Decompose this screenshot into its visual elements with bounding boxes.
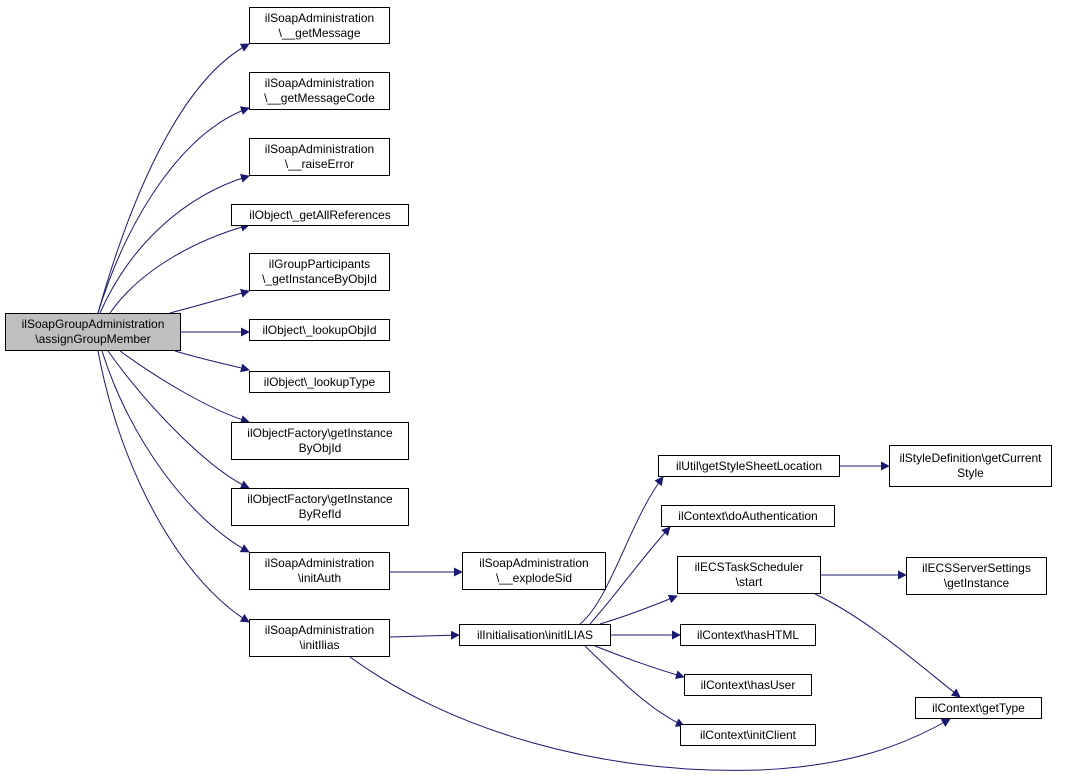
- node-label: ilContext\hasUser: [700, 677, 796, 692]
- edge-initILIAS-to-getStyleSheetLocation: [579, 476, 664, 625]
- edge-initILIAS-to-initClient: [584, 645, 685, 727]
- edge-root-to-of_getInstanceByRefId: [107, 350, 250, 489]
- node-label: ilGroupParticipants: [268, 257, 371, 271]
- node-label: ilObject\_getAllReferences: [249, 207, 391, 222]
- edge-root-to-getAllReferences: [109, 222, 250, 314]
- node-initClient[interactable]: ilContext\initClient: [680, 724, 816, 746]
- node-label: \__explodeSid: [495, 571, 573, 585]
- node-ecsGetInstance[interactable]: ilECSServerSettings\getInstance: [906, 557, 1047, 595]
- node-label: ilContext\hasHTML: [696, 627, 800, 642]
- node-raiseError[interactable]: ilSoapAdministration\__raiseError: [249, 138, 390, 176]
- node-hasHTML[interactable]: ilContext\hasHTML: [680, 624, 816, 646]
- node-label: ilObjectFactory\getInstance: [247, 426, 393, 440]
- node-getMessageCode[interactable]: ilSoapAdministration\__getMessageCode: [249, 72, 390, 110]
- edge-initILIAS-to-hasUser: [594, 645, 685, 680]
- edge-initIlias-to-initILIAS: [389, 630, 460, 640]
- edge-root-to-getMessageCode: [97, 106, 250, 314]
- node-label: \__getMessageCode: [264, 91, 375, 105]
- node-lookupObjId[interactable]: ilObject\_lookupObjId: [249, 319, 390, 341]
- node-label: Style: [957, 466, 984, 480]
- node-label: ilObject\_lookupType: [263, 374, 376, 389]
- node-root[interactable]: ilSoapGroupAdministration\assignGroupMem…: [5, 313, 181, 351]
- node-label: ilSoapAdministration: [264, 142, 375, 156]
- node-label: ilContext\doAuthentication: [678, 508, 818, 523]
- node-label: ilObjectFactory\getInstance: [247, 492, 393, 506]
- node-label: \getInstance: [943, 576, 1010, 590]
- node-label: \assignGroupMember: [35, 332, 151, 346]
- node-label: ilECSServerSettings: [922, 561, 1031, 575]
- node-label: ilContext\initClient: [699, 727, 797, 742]
- edge-root-to-lookupType: [174, 350, 250, 373]
- edge-root-to-getMessage: [97, 43, 250, 314]
- node-label: ilContext\getType: [932, 700, 1025, 715]
- node-getStyleSheetLocation[interactable]: ilUtil\getStyleSheetLocation: [658, 455, 840, 477]
- node-label: ilECSTaskScheduler: [694, 560, 804, 574]
- node-explodeSid[interactable]: ilSoapAdministration\__explodeSid: [462, 552, 606, 590]
- node-label: \__getMessage: [278, 25, 361, 40]
- node-label: \initAuth: [297, 571, 342, 585]
- node-hasUser[interactable]: ilContext\hasUser: [684, 674, 812, 696]
- edge-root-to-initAuth: [101, 350, 250, 553]
- node-initAuth[interactable]: ilSoapAdministration\initAuth: [249, 552, 390, 590]
- edge-initIlias-to-getType: [349, 656, 951, 771]
- node-getAllReferences[interactable]: ilObject\_getAllReferences: [231, 204, 409, 226]
- node-label: ilObject\_lookupObjId: [262, 322, 377, 337]
- edge-ecsStart-to-getType: [814, 593, 961, 698]
- node-label: \start: [735, 575, 763, 589]
- node-getType[interactable]: ilContext\getType: [915, 697, 1042, 719]
- node-lookupType[interactable]: ilObject\_lookupType: [249, 371, 390, 393]
- node-label: ilSoapAdministration: [264, 556, 375, 570]
- edge-initILIAS-to-doAuthentication: [589, 526, 671, 625]
- edge-initILIAS-to-ecsStart: [599, 594, 678, 625]
- node-label: \__raiseError: [284, 157, 355, 171]
- node-initILIAS[interactable]: ilInitialisation\initILIAS: [459, 624, 611, 646]
- node-doAuthentication[interactable]: ilContext\doAuthentication: [661, 505, 835, 527]
- node-label: ilSoapGroupAdministration: [21, 317, 165, 331]
- node-label: ilSoapAdministration: [264, 76, 375, 90]
- node-getInstanceByObjId_gp[interactable]: ilGroupParticipants\_getInstanceByObjId: [249, 253, 390, 291]
- edge-root-to-raiseError: [99, 173, 250, 314]
- edge-root-to-of_getInstanceByObjId: [119, 350, 250, 424]
- node-label: ilSoapAdministration: [264, 623, 375, 637]
- node-label: ilSoapAdministration: [264, 10, 375, 25]
- node-getMessage[interactable]: ilSoapAdministration\__getMessage: [249, 7, 390, 44]
- node-initIlias[interactable]: ilSoapAdministration\initIlias: [249, 619, 390, 657]
- node-label: ilInitialisation\initILIAS: [476, 627, 594, 642]
- node-label: ByRefId: [298, 507, 342, 521]
- node-ecsStart[interactable]: ilECSTaskScheduler\start: [677, 556, 821, 594]
- node-label: ilUtil\getStyleSheetLocation: [675, 458, 823, 473]
- edge-root-to-initIlias: [97, 350, 250, 623]
- edge-root-to-getInstanceByObjId_gp: [169, 288, 250, 314]
- node-label: \_getInstanceByObjId: [262, 272, 377, 286]
- node-label: ilSoapAdministration: [479, 556, 589, 570]
- node-label: ByObjId: [298, 441, 342, 455]
- node-label: ilStyleDefinition\getCurrent: [899, 451, 1042, 465]
- node-label: \initIlias: [299, 638, 340, 652]
